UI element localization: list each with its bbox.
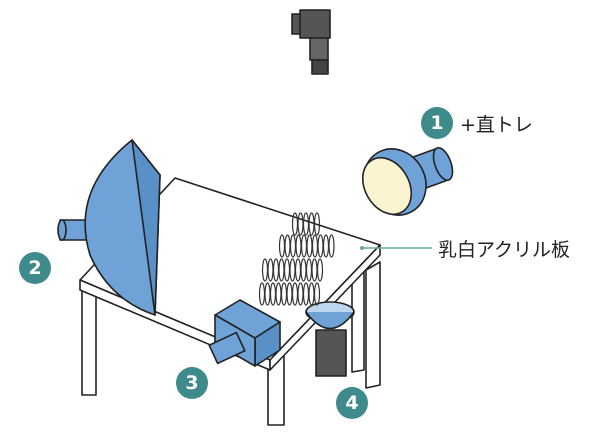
softbox-light-icon [57, 139, 161, 316]
springs [258, 212, 335, 306]
light1-label: +直トレ [460, 114, 533, 136]
spring-coil [313, 212, 321, 236]
badge-1: 1 [421, 107, 453, 139]
spring-coil [316, 258, 324, 282]
spring-coil [328, 234, 335, 258]
badge-3: 3 [176, 367, 208, 399]
box-light-icon [208, 299, 281, 367]
spring-coil [313, 282, 321, 306]
bottom-camera-icon [305, 301, 355, 377]
top-camera-icon [291, 9, 331, 75]
acrylic-label: 乳白アクリル板 [438, 239, 571, 261]
spot-light-icon [361, 146, 454, 216]
badge-2: 2 [19, 252, 51, 284]
badge-4: 4 [336, 387, 368, 419]
acrylic-leader-line [360, 246, 432, 250]
